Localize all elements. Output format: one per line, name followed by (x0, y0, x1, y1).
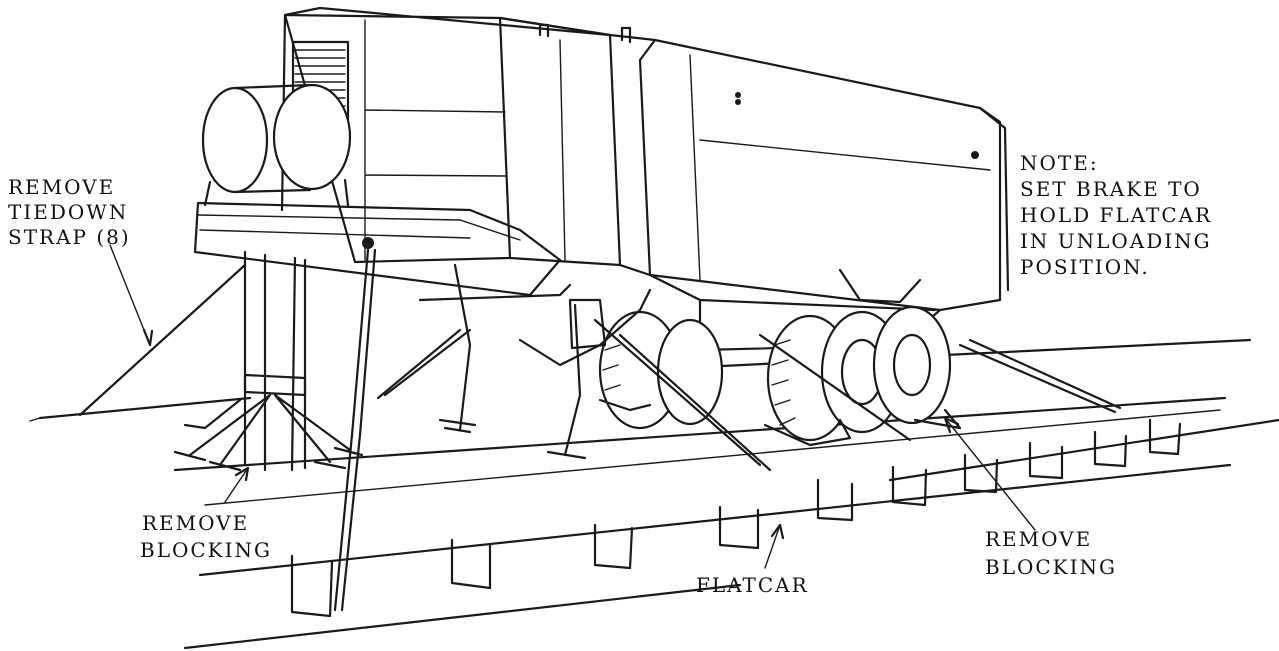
leader-lines (109, 244, 1036, 569)
note-line-2: SET BRAKE TO (1020, 177, 1202, 201)
blocking-left-arrow-icon (234, 466, 250, 482)
blocking-right-line-1: REMOVE (985, 527, 1093, 551)
blocking-left-leader-line (224, 467, 249, 503)
blocking-right-arrow-icon (943, 416, 960, 434)
note-line-5: POSITION. (1020, 255, 1150, 279)
tiedown-strap-label: REMOVE TIEDOWN STRAP (8) (8, 175, 131, 250)
tiedown-line-2: TIEDOWN (8, 200, 129, 224)
generator-housing (193, 6, 632, 297)
tiedown-leader-line (109, 244, 151, 346)
flatcar-arrow-icon (770, 523, 785, 540)
tiedown-arrow-icon (142, 328, 154, 347)
blocking-left-line-2: BLOCKING (140, 538, 272, 562)
note-line-4: IN UNLOADING (1020, 229, 1212, 253)
blocking-left-line-1: REMOVE (142, 511, 250, 535)
flatcar-label: FLATCAR (696, 573, 809, 597)
trailer-body (608, 33, 1010, 352)
stake-pockets (290, 418, 1182, 618)
tiedown-line-3: STRAP (8) (8, 225, 131, 249)
note-line-1: NOTE: (1020, 151, 1099, 175)
wheels (598, 305, 962, 447)
blocking-right-leader-line (944, 417, 1036, 531)
note-line-3: HOLD FLATCAR (1020, 203, 1213, 227)
note-label: NOTE: SET BRAKE TO HOLD FLATCAR IN UNLOA… (1020, 150, 1212, 280)
flatcar-leader-line (764, 524, 781, 569)
tiedown-line-1: REMOVE (8, 175, 116, 199)
tiedown-straps (78, 248, 1122, 612)
blocking-right-line-2: BLOCKING (985, 555, 1117, 579)
remove-blocking-left-label: REMOVE BLOCKING (140, 510, 272, 564)
support-stands (173, 250, 652, 472)
remove-blocking-right-label: REMOVE BLOCKING (985, 525, 1117, 581)
